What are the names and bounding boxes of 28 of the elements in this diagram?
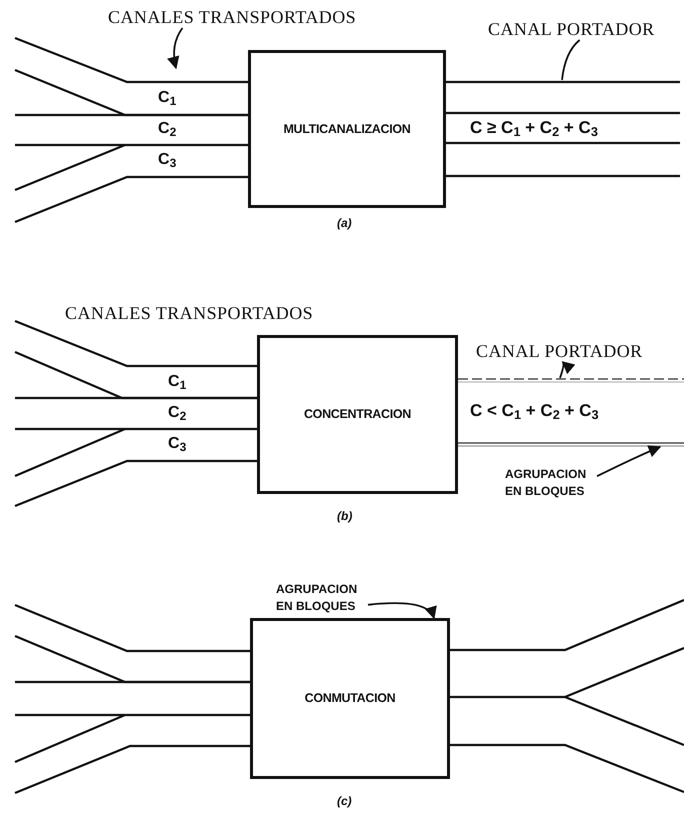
- panel-caption: (b): [337, 508, 352, 524]
- channel-label: C$_{2}$: [158, 119, 176, 139]
- process-box: [257, 335, 458, 494]
- note-text: AGRUPACION EN BLOQUES: [276, 581, 368, 615]
- callout-text: CANAL PORTADOR: [476, 340, 643, 362]
- note-text: AGRUPACION EN BLOQUES: [505, 466, 597, 500]
- box-label: MULTICANALIZACION: [283, 120, 411, 138]
- channel-label: C$_{3}$: [168, 434, 186, 454]
- capacity-formula: C ≥ C$_{1}$ + C$_{2}$ + C$_{3}$: [470, 117, 598, 139]
- leader-line: [167, 28, 184, 70]
- leader-line: [368, 602, 436, 620]
- channel-label: C$_{2}$: [168, 403, 186, 423]
- box-label: CONCENTRACION: [304, 406, 412, 424]
- box-label: CONMUTACION: [304, 690, 396, 708]
- panel-caption: (a): [337, 215, 352, 231]
- process-box: [250, 618, 450, 779]
- capacity-formula: C < C$_{1}$ + C$_{2}$ + C$_{3}$: [470, 400, 599, 422]
- callout-text: CANAL PORTADOR: [488, 18, 655, 40]
- leader-line: [596, 445, 662, 477]
- channel-label: C$_{3}$: [158, 150, 176, 170]
- channel-label: C$_{1}$: [168, 372, 186, 392]
- panel-caption: (c): [337, 793, 352, 809]
- process-box: [248, 50, 446, 208]
- channel-label: C$_{1}$: [158, 88, 176, 108]
- leader-line: [561, 39, 580, 80]
- callout-text: CANALES TRANSPORTADOS: [65, 302, 314, 324]
- leader-line: [559, 361, 575, 378]
- callout-text: CANALES TRANSPORTADOS: [108, 6, 356, 28]
